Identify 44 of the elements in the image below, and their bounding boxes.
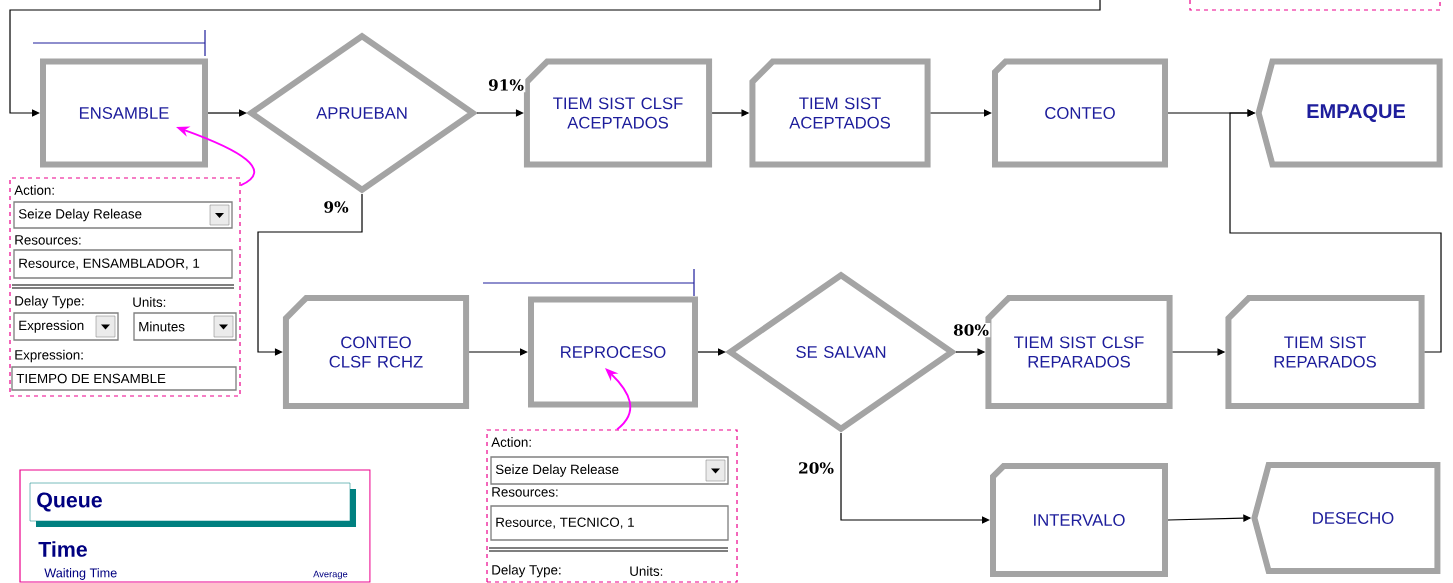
dropdown-field: Seize Delay Release bbox=[490, 456, 729, 485]
dropdown-field: Minutes bbox=[133, 312, 237, 341]
field-label: Action: bbox=[491, 437, 531, 447]
assign-box: TIEM SIST REPARADOS bbox=[1225, 295, 1425, 409]
assign-box: TIEM SIST ACEPTADOS bbox=[749, 58, 931, 168]
connector bbox=[9, 0, 1101, 117]
connector bbox=[468, 348, 528, 356]
edge-label: 91% bbox=[486, 77, 526, 93]
connector bbox=[697, 348, 726, 356]
dropdown-field: Seize Delay Release bbox=[13, 201, 233, 229]
dispose-box: DESECHO bbox=[1251, 462, 1441, 574]
process-box: REPROCESO bbox=[528, 296, 698, 408]
connector bbox=[476, 109, 524, 117]
connector bbox=[257, 193, 363, 356]
field-label: Action: bbox=[14, 185, 54, 195]
input-field: Resource, ENSAMBLADOR, 1 bbox=[13, 249, 233, 279]
section-heading: Time bbox=[38, 541, 87, 557]
leader-line bbox=[605, 368, 632, 431]
connector bbox=[207, 109, 247, 117]
column-heading: Average bbox=[313, 570, 348, 580]
field-label: Units: bbox=[133, 297, 166, 307]
header-box: Queue bbox=[29, 482, 356, 527]
assign-box: TIEM SIST CLSF ACEPTADOS bbox=[523, 58, 713, 168]
assign-box: INTERVALO bbox=[990, 463, 1168, 577]
field-label: Resources: bbox=[492, 487, 558, 497]
assign-box: CONTEO CLSF RCHZ bbox=[282, 295, 470, 409]
field-label: Expression: bbox=[15, 349, 83, 363]
edge-label: 20% bbox=[796, 460, 836, 476]
field-label: Units: bbox=[630, 566, 663, 576]
field-label: Resources: bbox=[15, 235, 81, 245]
input-field: TIEMPO DE ENSAMBLE bbox=[11, 366, 237, 391]
dispose-box: EMPAQUE bbox=[1255, 58, 1443, 168]
edge-label: 80% bbox=[951, 322, 991, 338]
assign-box: CONTEO bbox=[992, 58, 1168, 168]
input-field: Resource, TECNICO, 1 bbox=[490, 505, 729, 541]
connector bbox=[1229, 109, 1442, 353]
connector bbox=[840, 432, 990, 524]
field-label: Delay Type: bbox=[15, 295, 84, 309]
field-label: Delay Type: bbox=[492, 564, 561, 578]
dropdown-field: Expression bbox=[13, 312, 119, 341]
process-box: ENSAMBLE bbox=[40, 58, 208, 168]
row-label: Waiting Time bbox=[44, 568, 117, 580]
connector bbox=[930, 109, 992, 117]
edge-label: 9% bbox=[322, 199, 350, 215]
